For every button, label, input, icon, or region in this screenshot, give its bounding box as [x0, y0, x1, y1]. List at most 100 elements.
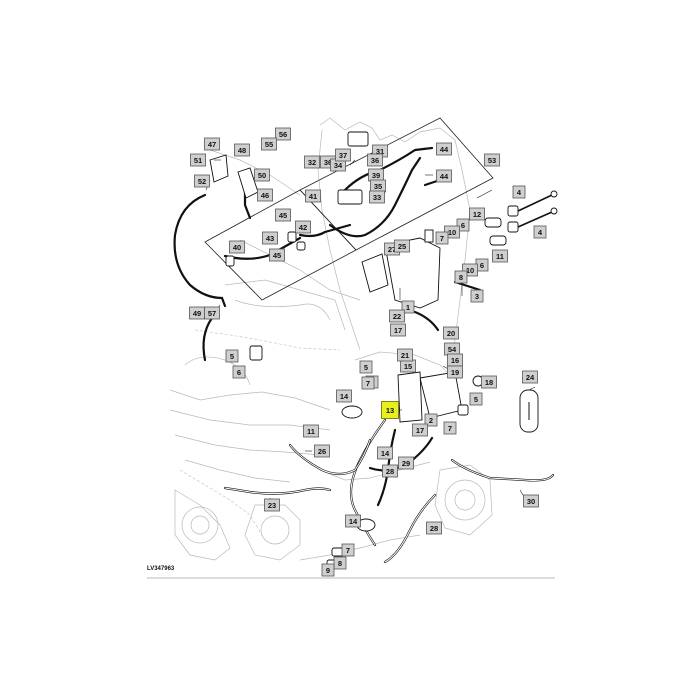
- callout-36b: 36: [367, 153, 383, 167]
- callout-box: [321, 563, 335, 577]
- callout-number: 30: [527, 497, 535, 506]
- callout-number: 7: [440, 234, 444, 243]
- callout-box: [447, 365, 463, 379]
- callout-51: 51: [190, 153, 206, 167]
- callout-number: 43: [266, 234, 274, 243]
- callout-box: [190, 153, 206, 167]
- callout-box: [401, 300, 415, 314]
- callout-5a: 5: [225, 349, 239, 363]
- callout-box: [484, 153, 500, 167]
- callout-number: 14: [340, 392, 349, 401]
- callout-box: [229, 240, 245, 254]
- callout-box: [533, 225, 547, 239]
- callout-number: 19: [451, 368, 459, 377]
- callout-number: 56: [279, 130, 287, 139]
- callout-number: 55: [265, 140, 273, 149]
- callout-30: 30: [523, 494, 539, 508]
- callout-number: 49: [193, 309, 201, 318]
- callout-number: 21: [401, 351, 409, 360]
- callout-box: [512, 185, 526, 199]
- callout-number: 13: [386, 406, 394, 415]
- callout-19: 19: [447, 365, 463, 379]
- callout-box: [426, 521, 442, 535]
- callout-box: [257, 188, 273, 202]
- callout-number: 14: [381, 449, 390, 458]
- callout-number: 29: [402, 459, 410, 468]
- callout-number: 20: [447, 329, 455, 338]
- callout-box: [470, 289, 484, 303]
- callout-number: 7: [346, 546, 350, 555]
- callout-box: [389, 309, 405, 323]
- callout-box: [394, 239, 410, 253]
- callout-box: [492, 249, 508, 263]
- callout-box: [269, 248, 285, 262]
- callout-44b: 44: [436, 169, 452, 183]
- callout-box: [262, 231, 278, 245]
- callout-box: [390, 323, 406, 337]
- callout-number: 6: [461, 221, 465, 230]
- callout-26: 26: [314, 444, 330, 458]
- callout-number: 34: [334, 161, 343, 170]
- callout-4b: 4: [533, 225, 547, 239]
- callout-number: 24: [526, 373, 535, 382]
- callout-number: 10: [448, 228, 456, 237]
- callout-box: [194, 174, 210, 188]
- callout-number: 25: [398, 242, 406, 251]
- callout-box: [436, 142, 452, 156]
- callout-number: 57: [208, 309, 216, 318]
- callout-number: 42: [299, 223, 307, 232]
- callout-42: 42: [295, 220, 311, 234]
- callout-number: 39: [372, 171, 380, 180]
- callout-40: 40: [229, 240, 245, 254]
- callout-number: 28: [386, 467, 394, 476]
- callout-box: [469, 392, 483, 406]
- callout-29: 29: [398, 456, 414, 470]
- callout-21: 21: [397, 348, 413, 362]
- callout-number: 46: [261, 191, 269, 200]
- callout-52: 52: [194, 174, 210, 188]
- callout-box: [345, 514, 361, 528]
- callout-35: 35: [370, 179, 386, 193]
- callout-box: [369, 190, 385, 204]
- callout-6c: 6: [232, 365, 246, 379]
- callout-box: [522, 370, 538, 384]
- callout-number: 5: [474, 395, 478, 404]
- callout-45a: 45: [275, 208, 291, 222]
- callout-number: 41: [309, 192, 317, 201]
- callout-number: 8: [459, 273, 463, 282]
- callout-number: 26: [318, 447, 326, 456]
- callout-number: 31: [376, 147, 384, 156]
- callout-number: 7: [366, 379, 370, 388]
- callout-box: [336, 389, 352, 403]
- callout-number: 3: [475, 292, 479, 301]
- callout-number: 27: [388, 245, 396, 254]
- callout-box: [225, 349, 239, 363]
- callout-number: 33: [373, 193, 381, 202]
- callout-box: [443, 421, 457, 435]
- callout-box: [303, 424, 319, 438]
- callout-number: 14: [349, 517, 358, 526]
- callout-number: 28: [430, 524, 438, 533]
- callout-box: [275, 127, 291, 141]
- callout-16: 16: [447, 353, 463, 367]
- callout-box: [397, 348, 413, 362]
- callout-box: [232, 365, 246, 379]
- callout-box: [295, 220, 311, 234]
- callout-number: 11: [307, 427, 315, 436]
- callout-number: 52: [198, 177, 206, 186]
- callout-50: 50: [254, 168, 270, 182]
- callout-7d: 7: [341, 543, 355, 557]
- callout-22: 22: [389, 309, 405, 323]
- callout-number: 37: [339, 151, 347, 160]
- callout-2: 2: [424, 413, 438, 427]
- callout-5b: 5: [359, 360, 373, 374]
- callout-17b: 17: [412, 423, 428, 437]
- callout-box: [469, 207, 485, 221]
- callout-box: [234, 143, 250, 157]
- callout-53: 53: [484, 153, 500, 167]
- callout-number: 50: [258, 171, 266, 180]
- callout-28a: 28: [382, 464, 398, 478]
- callout-6a: 6: [456, 218, 470, 232]
- callout-number: 23: [268, 501, 276, 510]
- callout-18: 18: [481, 375, 497, 389]
